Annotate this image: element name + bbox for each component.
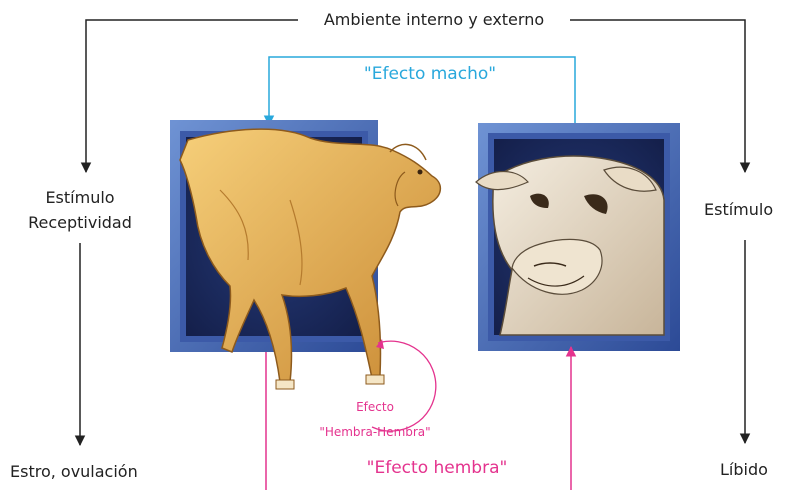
female-effect-lines — [265, 345, 577, 490]
female-receptivity-label: Receptividad — [28, 213, 132, 232]
female-female-effect-arrow — [371, 339, 437, 432]
environment-connector — [80, 19, 751, 174]
ewe-illustration — [179, 128, 442, 390]
environment-label: Ambiente interno y externo — [323, 10, 545, 29]
ram-illustration — [475, 155, 665, 336]
female-stimulus-label: Estímulo — [45, 188, 115, 207]
male-effect-label: "Efecto macho" — [363, 64, 497, 84]
male-stimulus-label: Estímulo — [704, 200, 774, 219]
female-outcome-label: Estro, ovulación — [10, 462, 138, 481]
male-effect-arrow — [263, 56, 576, 127]
male-outcome-label: Líbido — [720, 460, 768, 479]
female-effect-label: "Efecto hembra" — [366, 458, 508, 478]
female-female-effect-label-line2: "Hembra-Hembra" — [319, 425, 431, 439]
female-female-effect-label-line1: Efecto — [356, 400, 394, 414]
